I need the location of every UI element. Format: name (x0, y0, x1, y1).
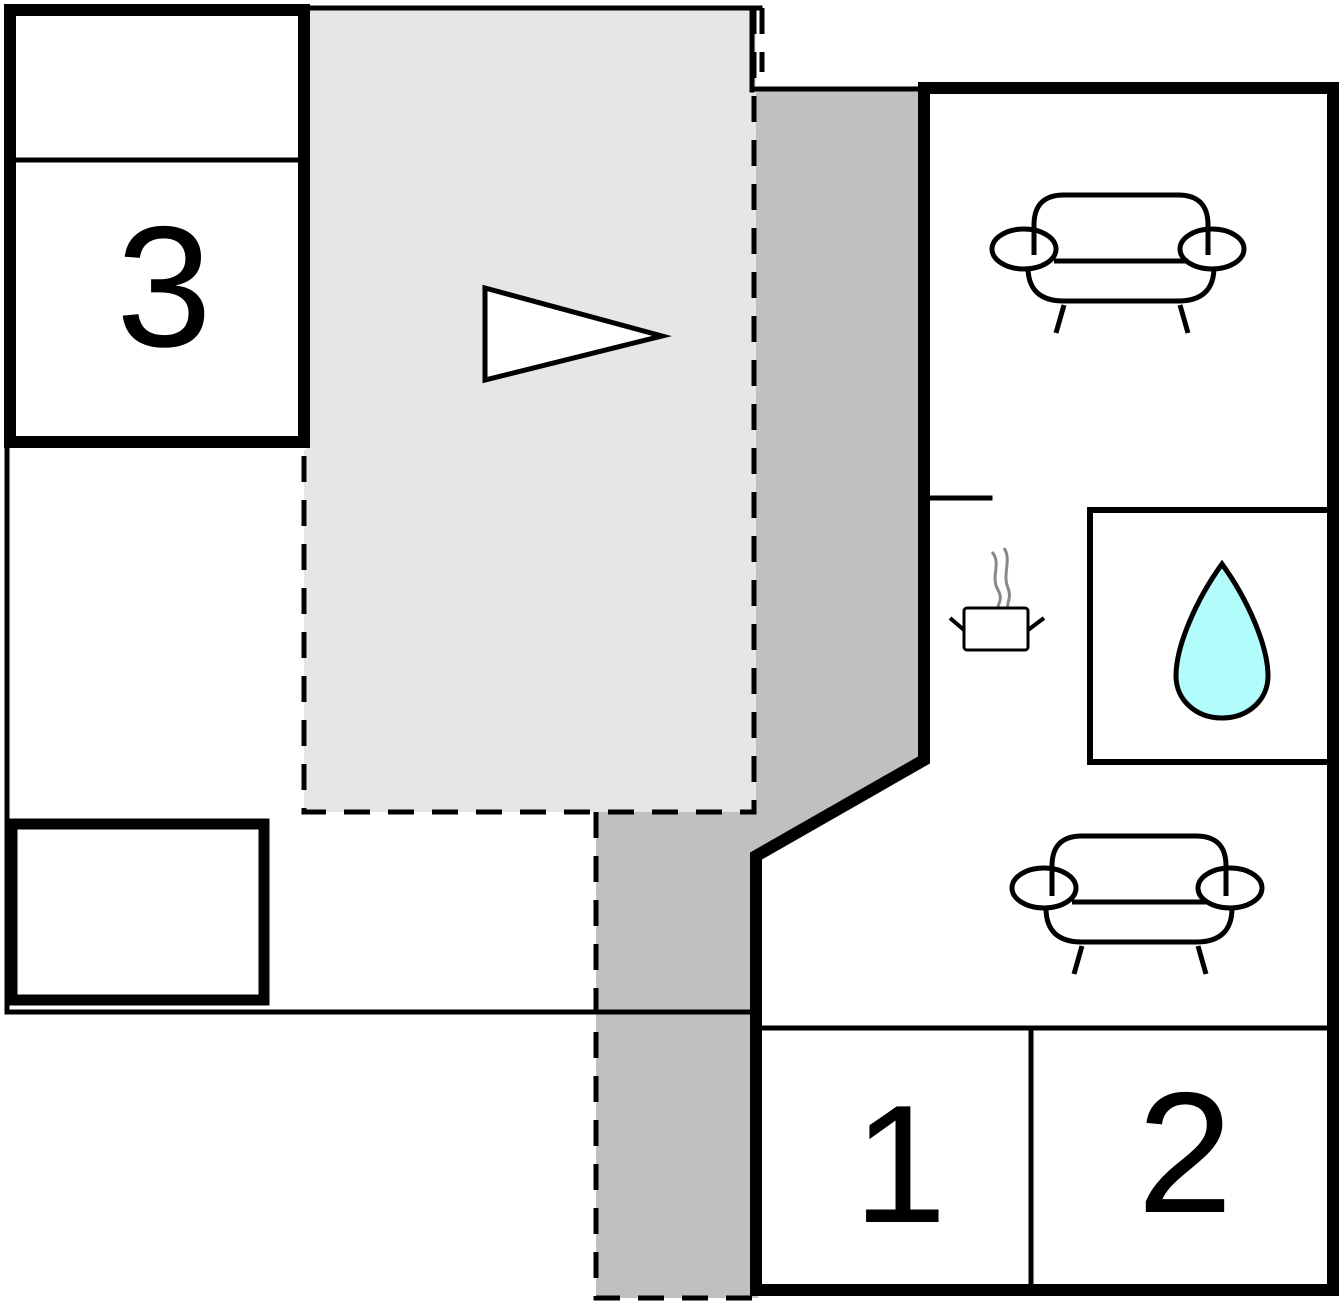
room-label-2: 2 (1137, 1057, 1233, 1249)
terrace-dark-area (596, 90, 920, 1298)
bedroom-3-walls (4, 4, 310, 448)
storage-room-walls (6, 818, 270, 1006)
terrace-dashed-outline-lower (593, 812, 756, 1301)
cooking-pot-icon (948, 547, 1046, 652)
room-label-3: 3 (116, 191, 212, 383)
sofa-icon (1009, 833, 1265, 975)
terrace-dashed-outline (301, 8, 757, 815)
terrace-light-inner (306, 8, 754, 810)
water-drop-icon (1173, 559, 1271, 721)
direction-triangle-icon (482, 284, 672, 384)
sofa-icon (989, 192, 1247, 334)
room-label-1: 1 (853, 1070, 946, 1258)
bathroom-walls (1087, 507, 1336, 765)
living-area-outer-wall (750, 82, 1339, 1296)
